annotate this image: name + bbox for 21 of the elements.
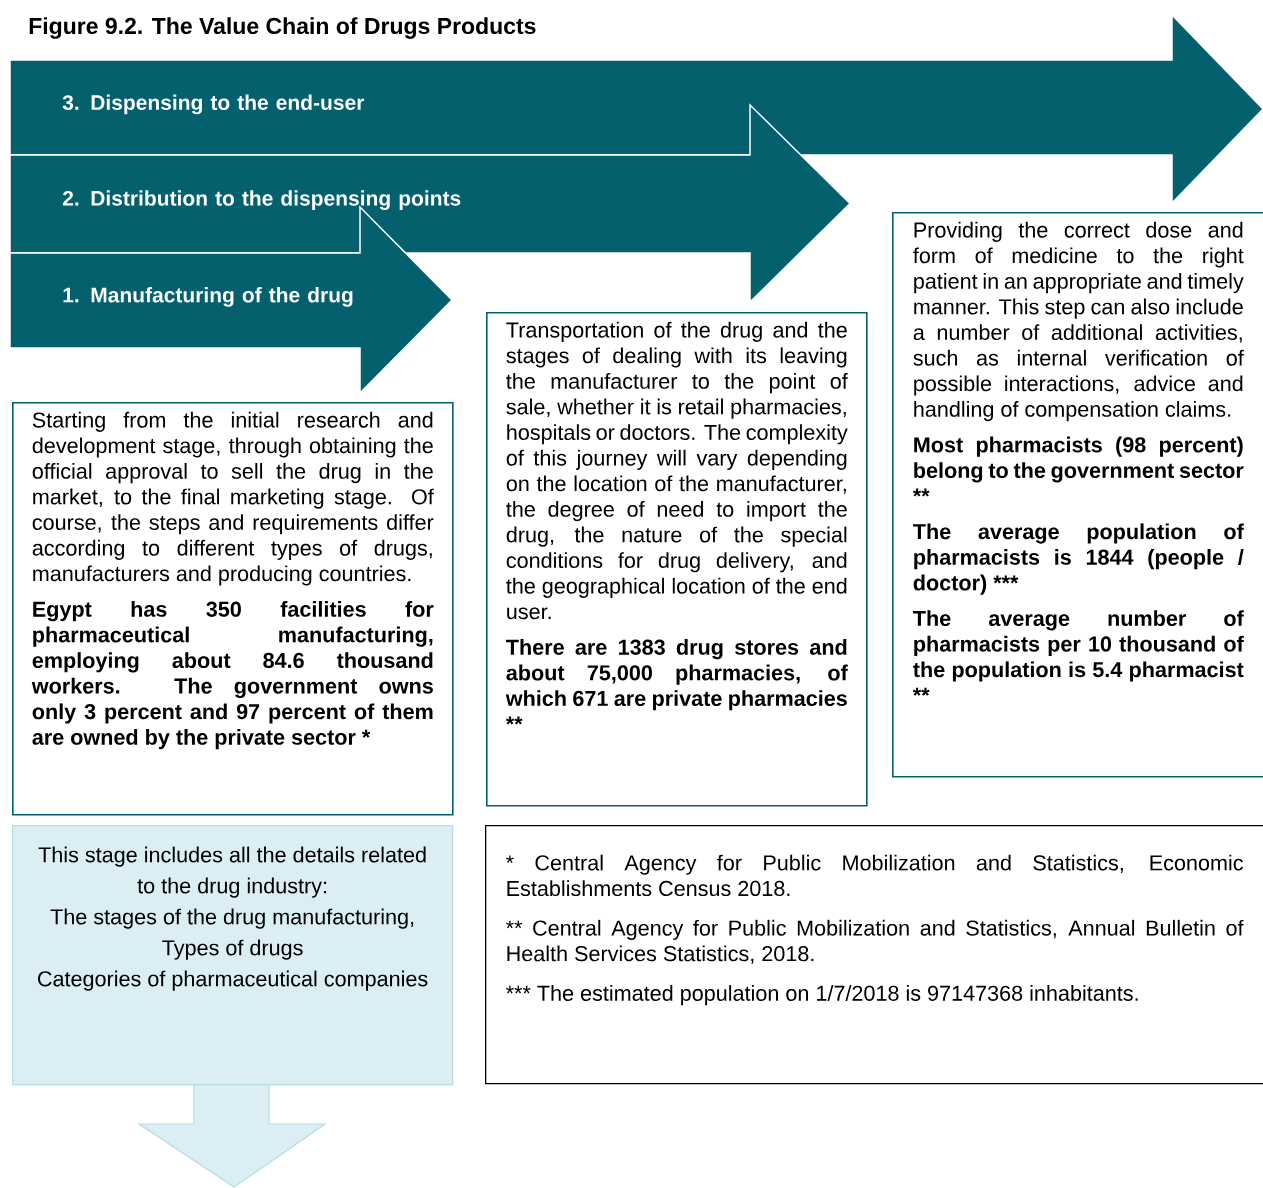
callout-box bbox=[12, 825, 454, 1188]
description-text: Transportation of the drug and the stages of dealing with its leaving the manufacturer to the point of sale, whether it is retail pharmacies, hospitals or doctors. The complexity of this journey will vary depending on the location of the manufacturer, the degree of need to import the drug, the nature of the special conditions for drug delivery, and the geographical location of the end user. bbox=[506, 321, 848, 620]
statistic-text: Most pharmacists (98 percent) belong to the government sector ** bbox=[912, 436, 1244, 497]
statistic-text: Egypt has 350 facilities for pharmaceutical manufacturing, employing about 84.6 thousand workers. The government owns only 3 percent and 97 percent of them are owned by the private sector * bbox=[31, 601, 434, 750]
statistic-text: The average population of pharmacists is 1844 (people / doctor) *** bbox=[913, 523, 1244, 595]
statistic-text: There are 1383 drug stores and about 75,000 pharmacies, of which 671 are private pharmacies ** bbox=[505, 639, 848, 725]
list-item: Categories of pharmaceutical companies bbox=[38, 970, 428, 991]
info-box bbox=[486, 312, 868, 807]
info-box bbox=[12, 402, 454, 816]
list-item: The stages of the drug manufacturing, bbox=[50, 908, 414, 929]
footnote-text: ** Central Agency for Public Mobilization and Statistics, Annual Bulletin of Health Services Statistics, 2018. bbox=[506, 919, 1244, 964]
title: Figure 9.2. The Value Chain of Drugs Products bbox=[29, 17, 536, 39]
statistic-text: The average number of pharmacists per 10 thousand of the population is 5.4 pharmacist ** bbox=[912, 610, 1244, 696]
list-item: Types of drugs bbox=[162, 939, 303, 960]
footnote-text: * Central Agency for Public Mobilization and Statistics, Economic Establishments Census 2018. bbox=[506, 854, 1243, 897]
footnote-text: *** The estimated population on 1/7/2018 is 97147368 inhabitants. bbox=[506, 985, 1138, 1006]
description-text: Providing the correct dose and form of medicine to the right patient in an appropriate and timely manner. This step can also include a number of additional activities, such as internal verification of possible interactions, advice and handling of compensation claims. bbox=[913, 221, 1244, 422]
intro-text: This stage includes all the details related to the drug industry: bbox=[38, 846, 426, 898]
info-box bbox=[892, 212, 1263, 778]
description-text: Starting from the initial research and development stage, through obtaining the official approval to sell the drug in the market, to the final marketing stage. Of course, the steps and requirements differ according to different types of drugs, manufacturers and producing countries. bbox=[32, 411, 434, 586]
footnote-box bbox=[485, 825, 1263, 1085]
